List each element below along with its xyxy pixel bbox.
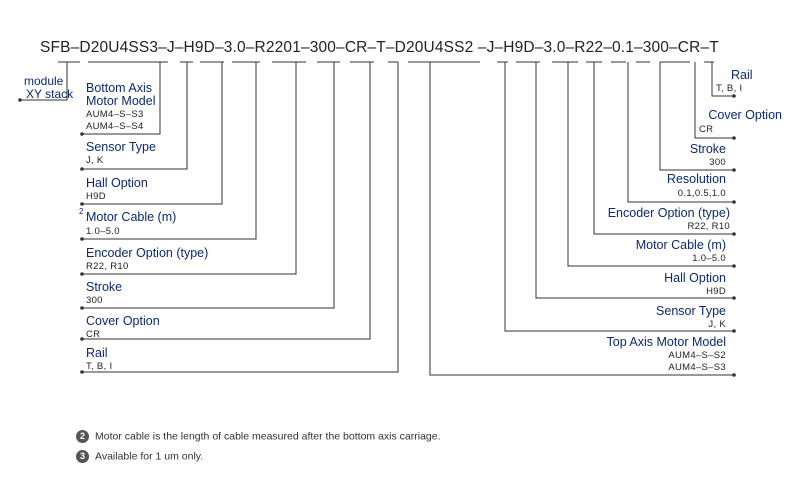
sensor-type-right-opt: J, K <box>708 319 726 330</box>
resolution-title: Resolution <box>666 172 726 186</box>
leader-bottom-axis <box>82 62 161 135</box>
motor-cable-right-opt: 1.0–5.0 <box>692 253 726 264</box>
motor-cable-left-title: Motor Cable (m) <box>86 210 177 224</box>
sensor-type-left-title: Sensor Type <box>86 140 156 154</box>
top-axis-title: Top Axis Motor Model <box>606 335 727 349</box>
stroke-right-opt: 300 <box>709 157 726 168</box>
leader-stroke-right <box>659 62 734 171</box>
note-2-text: Motor cable is the length of cable measu… <box>95 430 441 443</box>
leader-cable-right <box>567 62 734 267</box>
note-3-text: Available for 1 um only. <box>95 450 204 463</box>
note-3-badge: 3 <box>76 450 89 463</box>
leader-stroke-left <box>82 62 335 309</box>
xy-stack-label: XY stack <box>26 87 74 101</box>
leader-encoder-right <box>593 62 734 235</box>
leader-cover-left <box>82 62 371 340</box>
module-label: module <box>24 74 64 88</box>
cover-right-title: Cover Option <box>708 108 782 122</box>
motor-cable-left-opt: 1.0–5.0 <box>86 226 120 237</box>
leader-hall-right <box>535 62 734 299</box>
resolution-opt: 0.1,0.5,1.0 <box>677 188 726 199</box>
footnote-2-marker: 2 <box>79 207 84 216</box>
motor-cable-right-title: Motor Cable (m) <box>635 238 726 252</box>
leader-sensor <box>82 62 188 170</box>
note-2: 2 Motor cable is the length of cable meas… <box>76 430 441 443</box>
leader-encoder-left <box>82 62 297 275</box>
encoder-right-title: Encoder Option (type) <box>607 206 730 220</box>
bottom-axis-opt1: AUM4–S–S3 <box>86 109 144 120</box>
note-3: 3 Available for 1 um only. <box>76 450 203 463</box>
hall-option-left-title: Hall Option <box>86 176 148 190</box>
rail-right-title: Rail <box>731 68 753 82</box>
encoder-left-opt: R22, R10 <box>86 261 129 272</box>
leader-cable-left <box>82 62 257 240</box>
top-axis-opt1: AUM4–S–S2 <box>668 350 726 361</box>
rail-left-title: Rail <box>86 346 108 360</box>
stroke-left-opt: 300 <box>86 295 103 306</box>
cover-left-title: Cover Option <box>86 314 160 328</box>
encoder-right-opt: R22, R10 <box>687 221 730 232</box>
bottom-axis-opt2: AUM4–S–S4 <box>86 121 144 132</box>
stroke-right-title: Stroke <box>689 142 726 156</box>
leader-cover-right <box>694 62 734 139</box>
leader-sensor-right <box>504 62 734 332</box>
hall-option-right-title: Hall Option <box>664 271 726 285</box>
leader-top-axis <box>429 62 734 376</box>
rail-left-opt: T, B, I <box>86 361 113 372</box>
model-code: SFB–D20U4SS3–J–H9D–3.0–R2201–300–CR–T–D2… <box>40 39 719 56</box>
sensor-type-left-opt: J, K <box>86 155 104 166</box>
stroke-left-title: Stroke <box>86 280 123 294</box>
leader-rail-left <box>82 62 399 373</box>
hall-option-right-opt: H9D <box>706 286 726 297</box>
note-2-badge: 2 <box>76 430 89 443</box>
leader-resolution <box>627 62 734 203</box>
bottom-axis-title: Bottom Axis <box>86 81 152 95</box>
bottom-axis-title2: Motor Model <box>86 94 156 108</box>
leader-hall <box>82 62 223 205</box>
rail-right-opt: T, B, I <box>716 83 743 94</box>
hall-option-left-opt: H9D <box>86 191 106 202</box>
leader-rail-right <box>711 62 734 97</box>
encoder-left-title: Encoder Option (type) <box>86 246 209 260</box>
module-leader <box>20 62 68 101</box>
cover-left-opt: CR <box>86 329 101 340</box>
sensor-type-right-title: Sensor Type <box>656 304 726 318</box>
top-axis-opt2: AUM4–S–S3 <box>668 362 726 373</box>
cover-right-opt: CR <box>699 124 714 135</box>
